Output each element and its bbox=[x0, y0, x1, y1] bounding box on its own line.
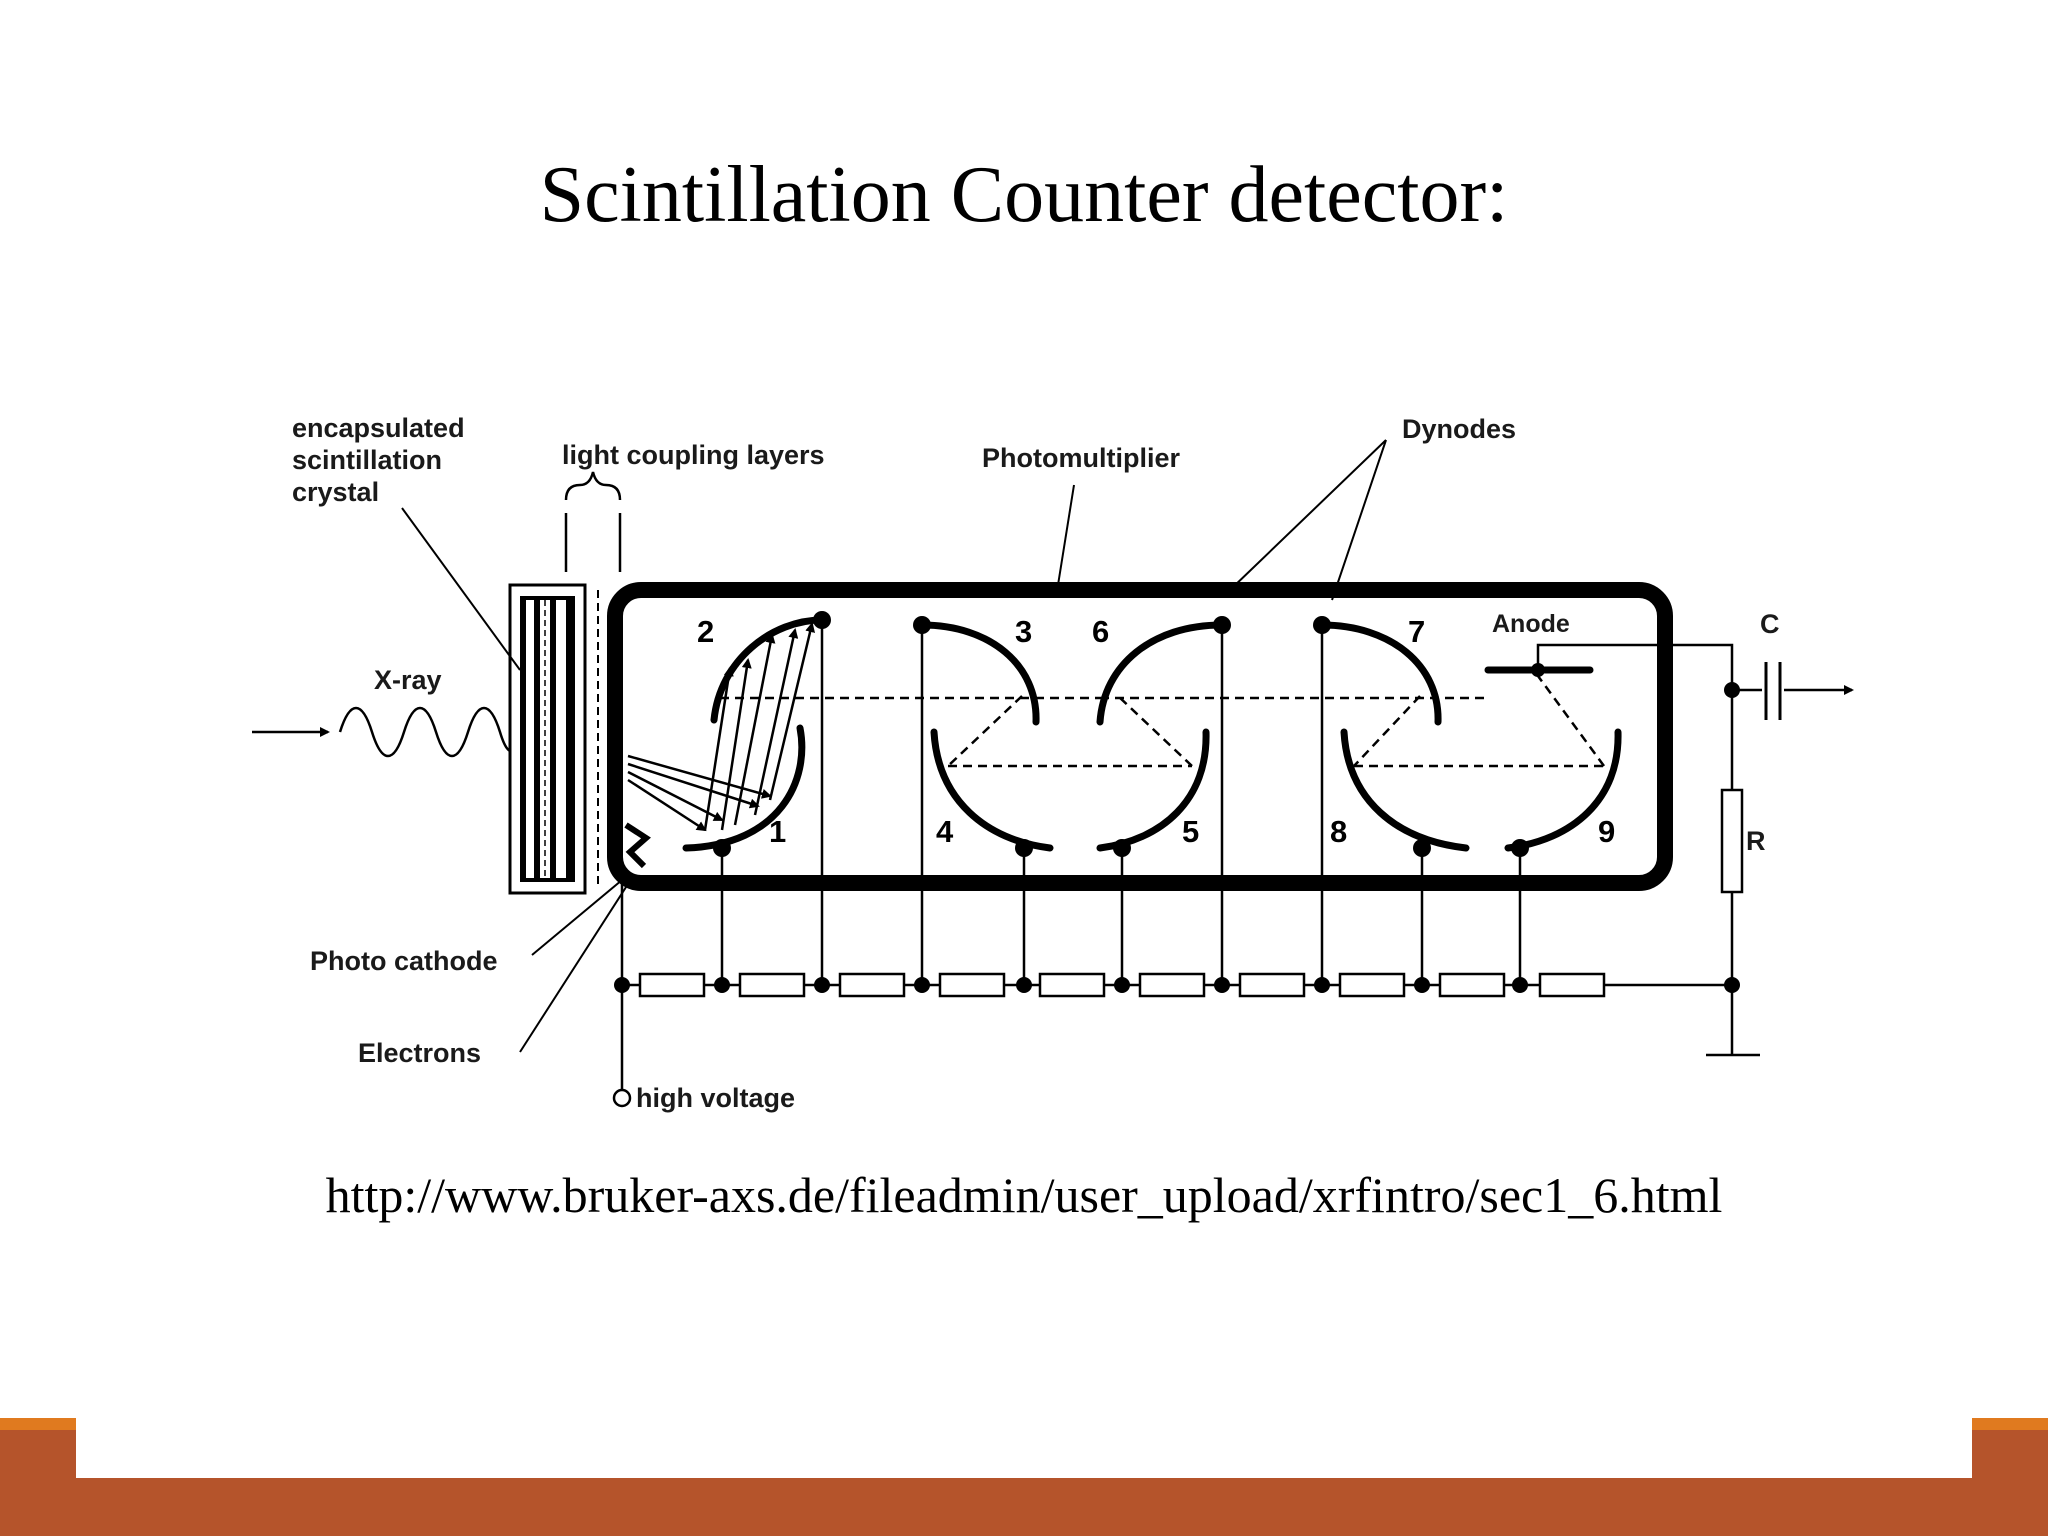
dynodes-label: Dynodes bbox=[1402, 414, 1516, 444]
output-circuit bbox=[1536, 643, 1854, 1057]
dynode-number-7: 7 bbox=[1408, 614, 1425, 649]
dynode-numbers: 1 2 3 4 5 6 7 8 9 bbox=[697, 614, 1615, 849]
resistor-label: R bbox=[1746, 826, 1766, 856]
dynode-6 bbox=[1096, 621, 1226, 726]
capacitor-label: C bbox=[1760, 609, 1780, 639]
dynode-3 bbox=[918, 621, 1040, 726]
dynode-9 bbox=[1504, 728, 1622, 852]
dynode-7 bbox=[1318, 621, 1442, 726]
high-voltage-label: high voltage bbox=[636, 1083, 795, 1113]
crystal-label-line-3: crystal bbox=[292, 477, 379, 507]
anode-label: Anode bbox=[1492, 610, 1570, 638]
light-coupling-label: light coupling layers bbox=[562, 440, 825, 470]
photomultiplier-tube bbox=[607, 582, 1673, 891]
crystal-label-line-1: encapsulated bbox=[292, 413, 465, 443]
dynode-number-3: 3 bbox=[1015, 614, 1032, 649]
dynode-2 bbox=[710, 616, 826, 724]
dynodes bbox=[682, 616, 1622, 852]
dynode-number-5: 5 bbox=[1182, 814, 1199, 849]
xray-input bbox=[252, 707, 518, 757]
divider-nodes bbox=[614, 977, 1740, 993]
crystal-label: encapsulated scintillation crystal bbox=[292, 413, 465, 507]
voltage-divider bbox=[620, 620, 1732, 1090]
xray-label: X-ray bbox=[374, 665, 442, 695]
photomultiplier-label: Photomultiplier bbox=[982, 443, 1180, 473]
scintillation-crystal bbox=[508, 583, 599, 895]
electrons-label: Electrons bbox=[358, 1038, 481, 1068]
leader-lines bbox=[401, 439, 1387, 1053]
footer-right-stripe bbox=[1972, 1418, 2048, 1430]
dynode-number-8: 8 bbox=[1330, 814, 1347, 849]
divider-resistors bbox=[638, 972, 1606, 998]
footer-left-stripe bbox=[0, 1418, 76, 1430]
light-coupling-brace bbox=[564, 471, 622, 572]
dynode-contacts bbox=[713, 611, 1545, 857]
dynode-number-9: 9 bbox=[1598, 814, 1615, 849]
dynode-number-4: 4 bbox=[936, 814, 954, 849]
footer-band bbox=[0, 1478, 2048, 1536]
dynode-8 bbox=[1340, 728, 1470, 852]
output-node bbox=[1724, 682, 1740, 698]
resistor-r bbox=[1720, 788, 1744, 894]
crystal-label-line-2: scintillation bbox=[292, 445, 442, 475]
source-url: http://www.bruker-axs.de/fileadmin/user_… bbox=[325, 1167, 1723, 1223]
dynode-number-2: 2 bbox=[697, 614, 714, 649]
photoelectron-arrows bbox=[627, 622, 816, 832]
slide-title: Scintillation Counter detector: bbox=[539, 151, 1509, 239]
dynode-number-6: 6 bbox=[1092, 614, 1109, 649]
photo-cathode-label: Photo cathode bbox=[310, 946, 498, 976]
dynode-number-1: 1 bbox=[769, 814, 786, 849]
photo-cathode bbox=[624, 822, 651, 869]
electron-paths bbox=[720, 675, 1606, 768]
high-voltage-terminal bbox=[612, 1088, 632, 1108]
